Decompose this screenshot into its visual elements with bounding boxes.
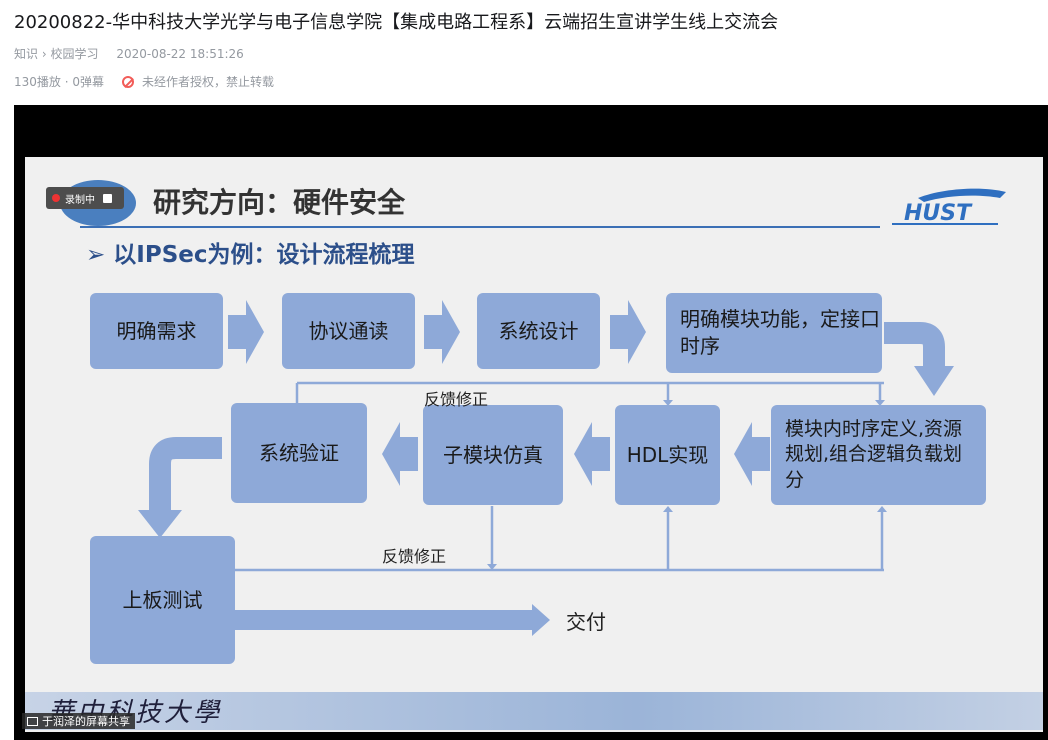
flow-step-requirements: 明确需求 xyxy=(90,293,223,369)
flow-step-system-verification: 系统验证 xyxy=(231,403,367,503)
no-reprint-icon xyxy=(121,75,134,88)
screen-share-indicator: 于润泽的屏幕共享 xyxy=(22,713,135,729)
record-dot-icon xyxy=(52,194,60,202)
video-meta: 知识 › 校园学习 2020-08-22 18:51:26 xyxy=(14,45,244,62)
title-underline xyxy=(80,226,880,228)
flow-step-module-function: 明确模块功能，定接口时序 xyxy=(666,293,882,373)
recording-indicator[interactable]: 录制中 xyxy=(46,187,124,209)
chevron-right-icon: › xyxy=(41,47,47,61)
slide-footer-band xyxy=(25,692,1043,730)
flow-step-timing-definition: 模块内时序定义,资源规划,组合逻辑负载划分 xyxy=(771,405,986,505)
category-link[interactable]: 知识 xyxy=(14,47,39,61)
recording-label: 录制中 xyxy=(65,194,95,206)
flow-step-submodule-simulation: 子模块仿真 xyxy=(423,405,563,505)
stop-icon[interactable] xyxy=(103,193,112,203)
deliver-label: 交付 xyxy=(566,610,606,634)
subcategory-link[interactable]: 校园学习 xyxy=(50,47,99,61)
slide-subtitle: ➢ 以IPSec为例：设计流程梳理 xyxy=(86,235,415,269)
video-title: 20200822-华中科技大学光学与电子信息学院【集成电路工程系】云端招生宣讲学… xyxy=(14,12,779,33)
flow-step-board-test: 上板测试 xyxy=(90,536,235,664)
flow-step-hdl-implementation: HDL实现 xyxy=(615,405,720,505)
bullet-arrow-icon: ➢ xyxy=(86,242,114,268)
hust-logo: HUST xyxy=(888,186,1008,232)
slide-title: 研究方向：硬件安全 xyxy=(153,186,406,219)
flow-step-protocol-reading: 协议通读 xyxy=(282,293,415,369)
logo-text: HUST xyxy=(904,201,973,226)
feedback-label-bottom: 反馈修正 xyxy=(382,547,447,566)
flow-step-system-design: 系统设计 xyxy=(477,293,600,369)
video-stats-row: 130播放 · 0弹幕 未经作者授权，禁止转载 xyxy=(14,73,274,90)
screen-share-label: 于润泽的屏幕共享 xyxy=(42,715,130,728)
slide-subtitle-text: 以IPSec为例：设计流程梳理 xyxy=(113,242,415,268)
play-stats: 130播放 · 0弹幕 xyxy=(14,75,104,89)
feedback-label-top: 反馈修正 xyxy=(424,390,489,409)
publish-datetime: 2020-08-22 18:51:26 xyxy=(116,47,244,61)
monitor-icon xyxy=(27,716,38,726)
reprint-notice: 未经作者授权，禁止转载 xyxy=(141,75,274,89)
